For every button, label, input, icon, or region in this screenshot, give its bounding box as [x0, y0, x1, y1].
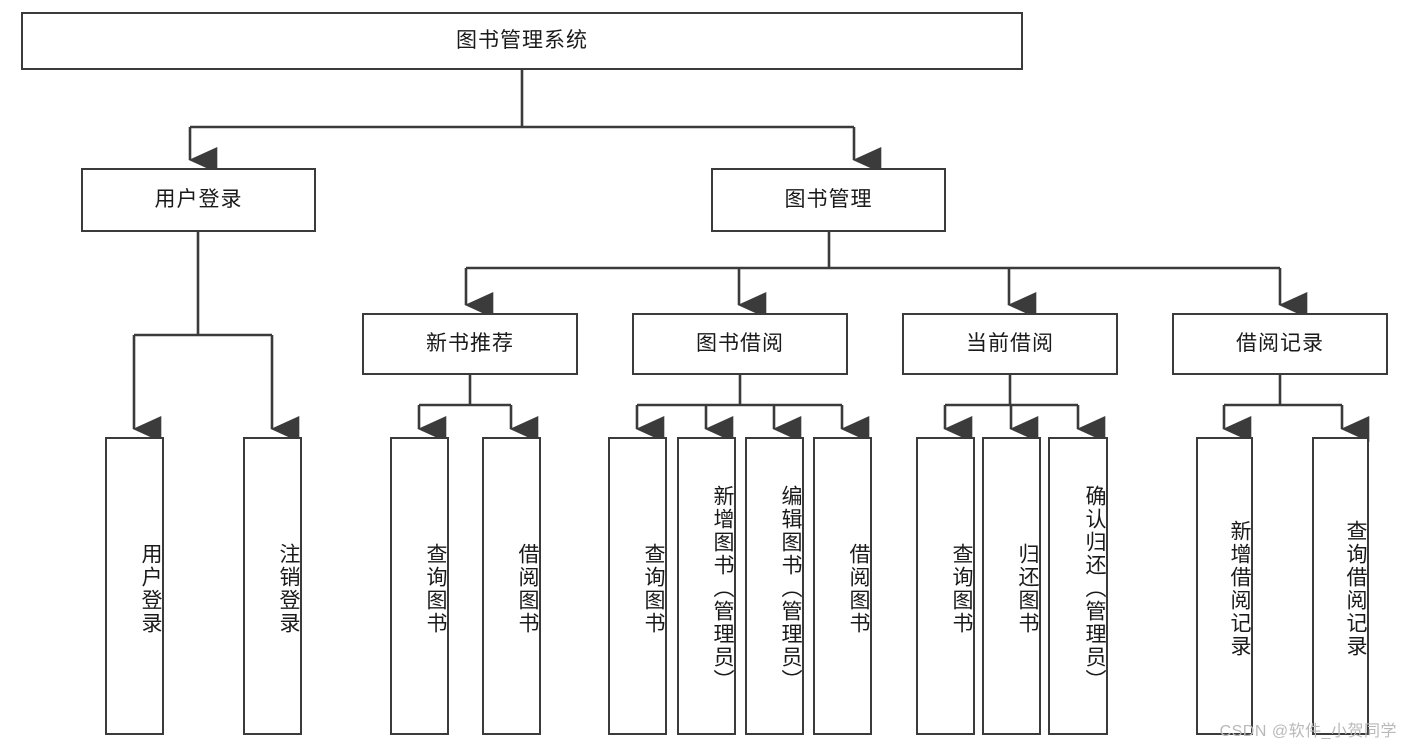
leaf-return-book[interactable]: 归还图书	[982, 437, 1041, 735]
leaf-add-book[interactable]: 新增图书（管理员）	[677, 437, 736, 735]
leaf-user-logout[interactable]: 注销登录	[243, 437, 302, 735]
leaf-confirm-return[interactable]: 确认归还（管理员）	[1048, 437, 1108, 735]
leaf-edit-book[interactable]: 编辑图书（管理员）	[745, 437, 804, 735]
leaf-add-borrow-record[interactable]: 新增借阅记录	[1196, 437, 1253, 735]
leaf-query-book-recommend[interactable]: 查询图书	[390, 437, 449, 735]
node-root-system[interactable]: 图书管理系统	[21, 12, 1023, 70]
leaf-query-borrow-record[interactable]: 查询借阅记录	[1312, 437, 1369, 735]
leaf-borrow-book[interactable]: 借阅图书	[813, 437, 872, 735]
leaf-user-login[interactable]: 用户登录	[105, 437, 164, 735]
node-user-login[interactable]: 用户登录	[81, 168, 316, 232]
node-book-management[interactable]: 图书管理	[711, 168, 946, 232]
watermark-credit: CSDN @软件_小贺同学	[1219, 723, 1397, 740]
leaf-query-book-current[interactable]: 查询图书	[916, 437, 975, 735]
node-book-borrow[interactable]: 图书借阅	[632, 313, 848, 375]
leaf-borrow-book-recommend[interactable]: 借阅图书	[482, 437, 541, 735]
node-current-borrow[interactable]: 当前借阅	[902, 313, 1118, 375]
node-new-book-recommend[interactable]: 新书推荐	[362, 313, 578, 375]
leaf-query-book-borrow[interactable]: 查询图书	[608, 437, 667, 735]
node-borrow-record[interactable]: 借阅记录	[1172, 313, 1388, 375]
